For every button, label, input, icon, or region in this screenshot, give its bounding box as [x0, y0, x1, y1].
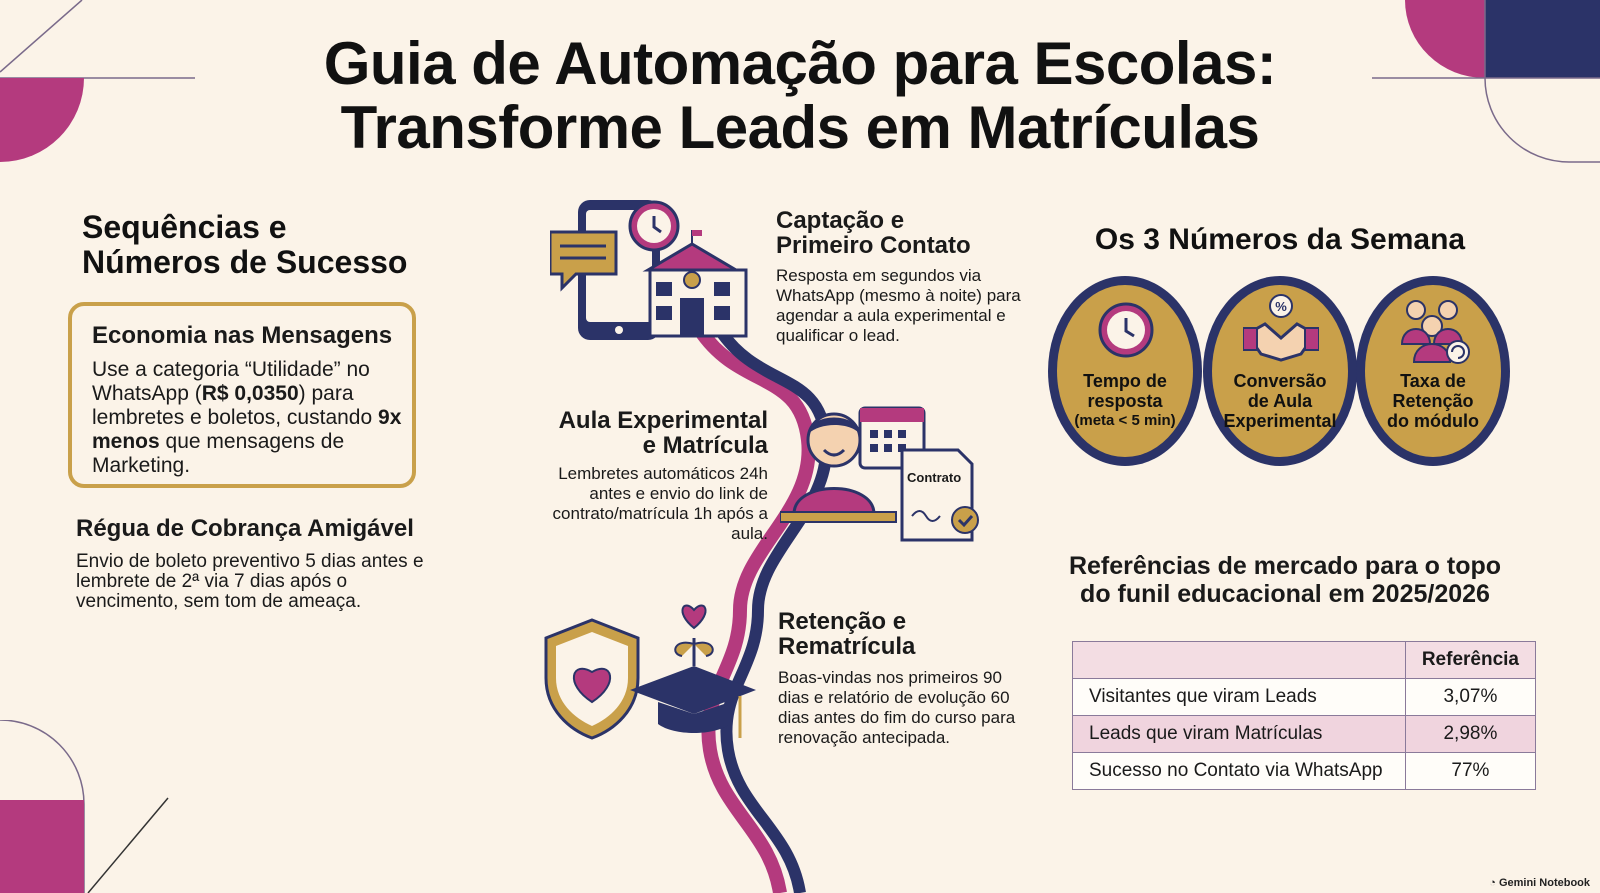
numbers-heading: Os 3 Números da Semana [1094, 223, 1466, 256]
metric-conversion-label: Conversão de Aula Experimental [1203, 371, 1357, 431]
corner-decoration-bottom-left [0, 720, 169, 893]
metric-trial-conversion: % Conversão de Aula Experimental [1203, 276, 1357, 466]
chat-bubble-icon [550, 230, 618, 292]
metric-label-line: Retenção [1392, 391, 1474, 411]
metric-label-line: resposta [1087, 391, 1163, 411]
table-header-empty [1072, 641, 1406, 679]
metric-label-line: de Aula [1247, 391, 1313, 411]
step3-text: Boas-vindas nos primeiros 90 dias e rela… [778, 668, 1016, 747]
metric-label-line: do módulo [1387, 411, 1479, 431]
corner-decoration-top-right [1372, 0, 1600, 163]
contact-illustration [550, 200, 748, 340]
regua-text: Envio de boleto preventivo 5 dias antes … [76, 551, 424, 612]
footer-brand: ◔ Gemini Notebook [1489, 877, 1590, 889]
step3-title: Retenção e Rematrícula [778, 609, 915, 659]
row-value: 77% [1404, 752, 1537, 790]
svg-text:%: % [1275, 299, 1287, 314]
step1-title: Captação e Primeiro Contato [776, 208, 971, 258]
school-building-icon [642, 230, 748, 338]
journey-path [694, 330, 833, 893]
metric-retention-rate: Taxa de Retenção do módulo [1356, 276, 1510, 466]
graduation-cap-icon [630, 604, 756, 738]
references-heading: Referências de mercado para o topo do fu… [1060, 552, 1510, 608]
handshake-icon: % [1243, 294, 1319, 362]
clock-icon [628, 200, 680, 252]
left-heading: Sequências e Números de Sucesso [82, 210, 407, 280]
step2-title-line-1: Aula Experimental [558, 407, 768, 434]
step1-text: Resposta em segundos via WhatsApp (mesmo… [776, 266, 1021, 345]
economy-text-part: ) para lembretes e boletos, custando [92, 382, 379, 429]
row-value: 3,07% [1404, 678, 1537, 716]
clock-icon [1098, 302, 1154, 358]
table-header-reference: Referência [1404, 641, 1537, 679]
row-value: 2,98% [1404, 715, 1537, 753]
people-cycle-icon [1400, 300, 1470, 364]
contract-label: Contrato [907, 470, 962, 485]
economy-card-title: Economia nas Mensagens [92, 322, 393, 349]
step1-title-line-2: Primeiro Contato [776, 232, 971, 259]
metric-label-line: (meta < 5 min) [1074, 412, 1176, 429]
economy-card: Economia nas Mensagens Use a categoria “… [68, 302, 416, 488]
economy-card-text: Use a categoria “Utilidade” no WhatsApp … [92, 358, 402, 478]
step3-title-line-2: Rematrícula [778, 633, 916, 660]
metric-label-line: Taxa de [1400, 371, 1466, 391]
enrollment-illustration [780, 406, 979, 542]
regua-title: Régua de Cobrança Amigável [76, 515, 414, 542]
left-heading-line-1: Sequências e [82, 209, 287, 245]
title-line-1: Guia de Automação para Escolas: [323, 30, 1277, 97]
table-row: Leads que viram Matrículas 2,98% [1072, 715, 1537, 753]
metric-label-line: Tempo de [1083, 371, 1167, 391]
table-header-row: Referência [1072, 641, 1537, 679]
row-label: Sucesso no Contato via WhatsApp [1072, 752, 1406, 790]
metric-response-time: Tempo de resposta (meta < 5 min) [1048, 276, 1202, 466]
table-row: Sucesso no Contato via WhatsApp 77% [1072, 752, 1537, 790]
table-row: Visitantes que viram Leads 3,07% [1072, 678, 1537, 716]
retention-illustration [544, 604, 756, 740]
step1-title-line-1: Captação e [776, 207, 905, 234]
metric-retention-label: Taxa de Retenção do módulo [1356, 371, 1510, 431]
page-title: Guia de Automação para Escolas: Transfor… [0, 32, 1600, 160]
economy-text-part: Use a categoria “Utilidade” no WhatsApp … [92, 358, 370, 405]
step2-title: Aula Experimental e Matrícula [528, 408, 768, 458]
left-heading-line-2: Números de Sucesso [82, 244, 408, 280]
contract-icon [900, 448, 979, 542]
references-heading-line-1: Referências de mercado para o topo [1068, 552, 1502, 580]
shield-heart-icon [544, 618, 640, 740]
title-line-2: Transforme Leads em Matrículas [340, 94, 1260, 161]
economy-price: R$ 0,0350 [201, 382, 299, 405]
row-label: Visitantes que viram Leads [1072, 678, 1406, 716]
metric-label-line: Experimental [1223, 411, 1337, 431]
metric-label-line: Conversão [1233, 371, 1327, 391]
metric-response-label: Tempo de resposta (meta < 5 min) [1048, 371, 1202, 431]
corner-decoration-top-left [0, 0, 195, 162]
step2-title-line-2: e Matrícula [642, 432, 768, 459]
step2-text: Lembretes automáticos 24h antes e envio … [552, 464, 768, 543]
economy-ratio: 9x menos [92, 406, 402, 453]
references-table: Referência Visitantes que viram Leads 3,… [1072, 641, 1537, 790]
row-label: Leads que viram Matrículas [1072, 715, 1406, 753]
footer-text: Gemini Notebook [1498, 877, 1590, 889]
notebook-icon: ◔ [1489, 877, 1499, 889]
references-heading-line-2: do funil educacional em 2025/2026 [1080, 580, 1490, 608]
economy-text-part: que mensagens de Marketing. [92, 430, 345, 477]
step3-title-line-1: Retenção e [778, 608, 907, 635]
